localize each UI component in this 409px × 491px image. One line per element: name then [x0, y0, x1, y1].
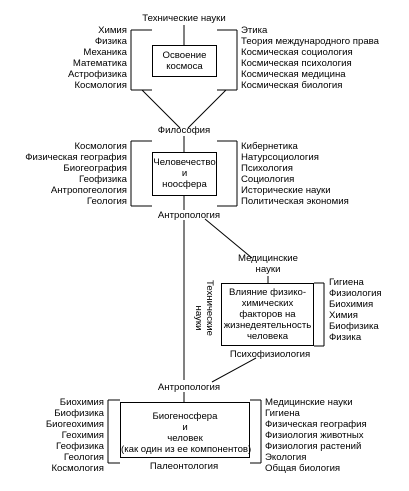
diag-psycho-to-anthro [211, 357, 257, 383]
b3-right-list: Гигиена Физиология Биохимия Химия Биофиз… [329, 277, 407, 343]
b1-left-item: Механика [83, 47, 127, 58]
b4-left-item: Космология [51, 463, 104, 474]
b4-left-item: Биофизика [54, 408, 104, 419]
b2-bottom-label: Антропология [157, 210, 221, 221]
b2-right-item: Психология [241, 163, 293, 174]
b3-vertical-line2: науки [193, 305, 204, 331]
b4-left-item: Геохимия [61, 430, 104, 441]
b4-right-item: Экология [265, 452, 307, 463]
b1-right-item: Теория международного права [241, 36, 379, 47]
b1-left-item: Астрофизика [67, 69, 127, 80]
b2-left-item: Физическая география [25, 152, 127, 163]
b2-right-item: Политическая экономия [241, 196, 349, 207]
b3-top-line2: науки [255, 264, 281, 275]
b4-right-item: Физическая география [265, 419, 367, 430]
b3-center-line: Влияние физико- [228, 287, 307, 298]
diag-to-medical [204, 218, 253, 259]
b1-right-item: Космическая биология [241, 80, 343, 91]
b2-left-item: Геология [86, 196, 127, 207]
b1-right-item: Этика [241, 25, 268, 36]
b4-left-item: Геология [63, 452, 104, 463]
b1-bottom-label: Философия [157, 125, 211, 136]
b3-center-line: жизнедеятельность [223, 320, 312, 331]
b3-center-line: факторов на [239, 309, 296, 320]
b3-right-item: Физика [329, 332, 362, 343]
b4-right-item: Гигиена [265, 408, 300, 419]
b4-center-line3: человек [167, 433, 203, 444]
b1-right-item: Космическая медицина [241, 69, 346, 80]
b2-center-line3: ноосфера [162, 179, 207, 190]
b4-center-line4: (как один из ее компонентов) [121, 444, 252, 455]
b4-right-item: Медицинские науки [265, 397, 353, 408]
b1-left-item: Космология [74, 80, 127, 91]
b2-left-item: Геофизика [79, 174, 127, 185]
b4-top-label: Антропология [157, 382, 221, 393]
b4-left-item: Биохимия [59, 397, 104, 408]
b1-left-item: Математика [72, 58, 127, 69]
b3-bottom-label: Психофизиология [229, 349, 311, 360]
b1-left-item: Химия [98, 25, 127, 36]
b4-left-list: Биохимия Биофизика Биогеохимия Геохимия … [4, 397, 104, 474]
b1-right-list: Этика Теория международного права Космич… [241, 25, 406, 91]
b2-right-item: Исторические науки [241, 185, 331, 196]
b3-vertical-line1: Технические [204, 280, 215, 336]
b2-left-list: Космология Физическая география Биогеогр… [4, 141, 127, 207]
b2-left-item: Биогеография [63, 163, 127, 174]
b3-center-line: химических [241, 298, 294, 309]
b1-center-box: Освоение космоса [152, 45, 217, 77]
b2-right-item: Натурсоциология [241, 152, 319, 163]
b2-left-item: Антропогеология [50, 185, 127, 196]
b1-center-line1: Освоение [162, 50, 207, 61]
b1-left-item: Физика [94, 36, 127, 47]
b1-funnel-right [187, 89, 227, 129]
b2-right-item: Кибернетика [241, 141, 298, 152]
b2-center-line1: Человечество [153, 157, 216, 168]
b4-center-line2: и [182, 422, 188, 433]
b3-right-item: Физиология [329, 288, 382, 299]
b1-right-item: Космическая социология [241, 47, 353, 58]
b4-left-item: Геофизика [56, 441, 104, 452]
b4-right-item: Физиология растений [265, 441, 362, 452]
b4-center-box: Биогеносфера и человек (как один из ее к… [120, 402, 252, 458]
b3-center-box: Влияние физико- химических факторов на ж… [221, 283, 314, 346]
b1-right-item: Космическая психология [241, 58, 352, 69]
b1-center-line2: космоса [166, 61, 203, 72]
b3-top-line1: Медицинские [237, 253, 299, 264]
b2-right-item: Социология [241, 174, 295, 185]
b4-right-list: Медицинские науки Гигиена Физическая гео… [265, 397, 405, 474]
b1-funnel-left [141, 89, 181, 129]
b4-right-item: Физиология животных [265, 430, 364, 441]
b1-top-label: Технические науки [142, 13, 226, 24]
b4-center-line1: Биогеносфера [152, 411, 218, 422]
b1-left-list: Химия Физика Механика Математика Астрофи… [24, 25, 127, 91]
b2-center-box: Человечество и ноосфера [152, 152, 217, 196]
b3-right-item: Гигиена [329, 277, 364, 288]
b3-right-item: Биохимия [329, 299, 374, 310]
b4-bottom-label: Палеонтология [149, 461, 219, 472]
b2-right-list: Кибернетика Натурсоциология Психология С… [241, 141, 406, 207]
b4-left-item: Биогеохимия [45, 419, 104, 430]
b2-center-line2: и [181, 168, 188, 179]
b3-right-item: Биофизика [329, 321, 379, 332]
b3-right-item: Химия [329, 310, 358, 321]
b3-center-line: человека [246, 331, 289, 342]
b4-right-item: Общая биология [265, 463, 341, 474]
b2-left-item: Космология [74, 141, 127, 152]
